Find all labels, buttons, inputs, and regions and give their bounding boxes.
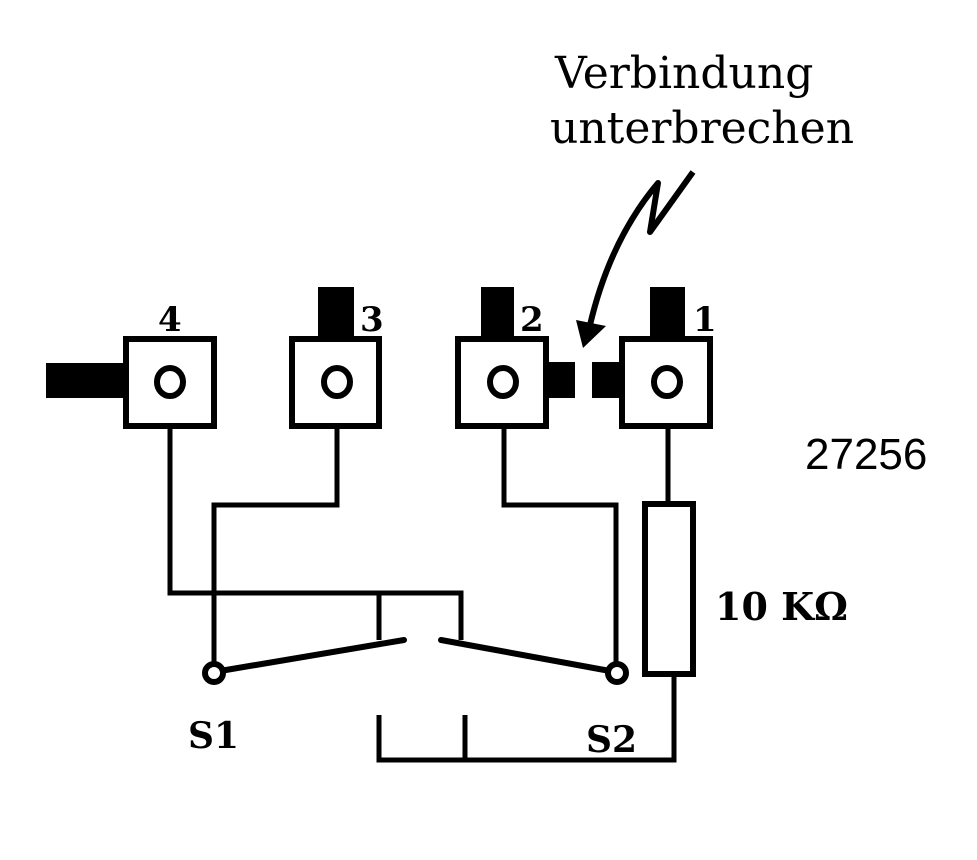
switch-s1 <box>202 637 407 685</box>
resistor-icon <box>642 501 696 677</box>
annotation-line-2: unterbrechen <box>550 103 854 154</box>
terminal-3-label: 3 <box>360 300 384 340</box>
terminal-1: 1 <box>592 287 717 429</box>
resistor-label: 10 KΩ <box>715 584 848 629</box>
switch-s2 <box>438 637 629 685</box>
terminal-2: 2 <box>455 287 575 429</box>
wire-bottom <box>376 675 677 763</box>
switch-s2-label: S2 <box>586 719 637 761</box>
figure-number: 27256 <box>805 430 927 479</box>
wire-terminal-4 <box>167 427 464 640</box>
wire-terminal-2 <box>501 427 619 665</box>
terminal-4: 4 <box>46 300 217 429</box>
wire-terminal-3 <box>211 427 340 665</box>
wires <box>167 427 677 763</box>
terminal-3: 3 <box>289 287 384 429</box>
terminal-2-label: 2 <box>520 300 544 340</box>
lightning-arrow-icon <box>576 170 696 348</box>
terminal-4-label: 4 <box>158 300 182 340</box>
terminal-1-label: 1 <box>693 300 717 340</box>
annotation-line-1: Verbindung <box>554 48 813 99</box>
switch-s1-label: S1 <box>188 715 239 757</box>
